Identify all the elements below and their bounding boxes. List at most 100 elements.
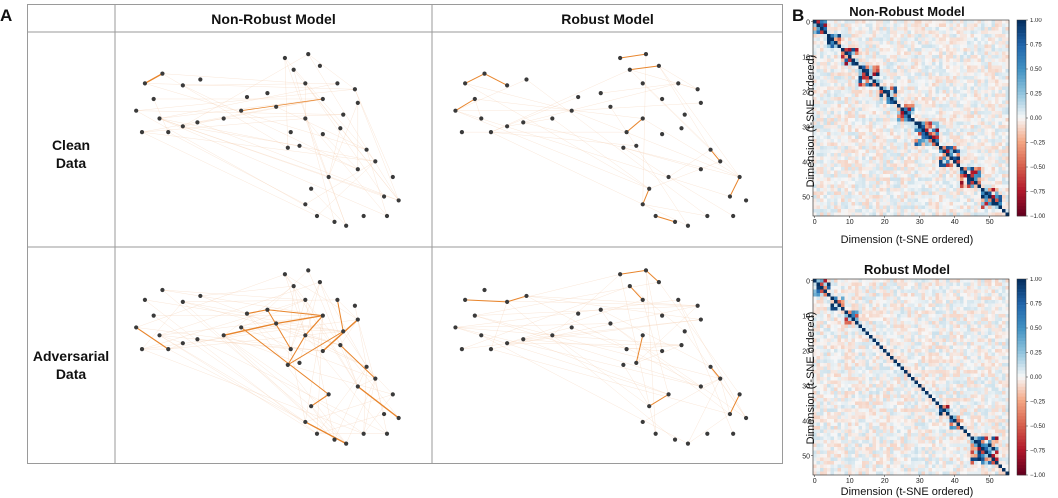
heatmap-cell: [932, 111, 936, 115]
heatmap-cell: [894, 38, 898, 42]
heatmap-cell: [960, 97, 964, 101]
heatmap-cell: [943, 356, 947, 360]
heatmap-cell: [988, 174, 992, 178]
heatmap-cell: [904, 199, 908, 203]
graph-node: [362, 432, 366, 436]
heatmap-cell: [999, 139, 1003, 143]
heatmap-cell: [827, 178, 831, 182]
heatmap-cell: [936, 34, 940, 38]
heatmap-cell: [904, 90, 908, 94]
heatmap-cell: [925, 185, 929, 189]
heatmap-cell: [897, 76, 901, 80]
heatmap-cell: [855, 300, 859, 304]
heatmap-cell: [890, 192, 894, 196]
heatmap-cell: [883, 318, 887, 322]
heatmap-cell: [918, 69, 922, 73]
heatmap-cell: [873, 111, 877, 115]
heatmap-cell: [918, 290, 922, 294]
heatmap-cell: [915, 160, 919, 164]
heatmap-cell: [859, 157, 863, 161]
heatmap-cell: [848, 332, 852, 336]
heatmap-cell: [911, 157, 915, 161]
heatmap-cell: [817, 45, 821, 49]
heatmap-cell: [897, 195, 901, 199]
heatmap-cell: [866, 332, 870, 336]
heatmap-cell: [929, 335, 933, 339]
heatmap-cell: [897, 38, 901, 42]
heatmap-cell: [897, 325, 901, 329]
heatmap-cell: [967, 90, 971, 94]
heatmap-cell: [918, 174, 922, 178]
heatmap-cell: [904, 24, 908, 28]
heatmap-cell: [943, 38, 947, 42]
heatmap-cell: [838, 328, 842, 332]
heatmap-cell: [824, 300, 828, 304]
graph-node: [624, 130, 628, 134]
heatmap-cell: [834, 73, 838, 77]
heatmap-cell: [901, 24, 905, 28]
heatmap-cell: [939, 325, 943, 329]
heatmap-cell: [824, 167, 828, 171]
heatmap-cell: [869, 279, 873, 283]
heatmap-cell: [943, 132, 947, 136]
heatmap-cell: [960, 202, 964, 206]
graph-node: [708, 365, 712, 369]
heatmap-cell: [841, 314, 845, 318]
graph-node: [641, 81, 645, 85]
heatmap-cell: [880, 90, 884, 94]
heatmap-cell: [960, 52, 964, 56]
heatmap-cell: [995, 202, 999, 206]
heatmap-cell: [957, 108, 961, 112]
heatmap-cell: [964, 115, 968, 119]
heatmap-cell: [841, 80, 845, 84]
heatmap-cell: [883, 346, 887, 350]
graph-edge-faint: [299, 146, 357, 169]
heatmap-cell: [820, 122, 824, 126]
heatmap-cell: [841, 307, 845, 311]
graph-edge-faint: [285, 274, 305, 335]
heatmap-cell: [855, 157, 859, 161]
heatmap-cell: [901, 311, 905, 315]
heatmap-cell: [859, 300, 863, 304]
heatmap-cell: [981, 307, 985, 311]
heatmap-cell: [831, 31, 835, 35]
heatmap-cell: [841, 143, 845, 147]
heatmap-cell: [918, 111, 922, 115]
heatmap-cell: [946, 342, 950, 346]
heatmap-cell: [946, 150, 950, 154]
heatmap-cell: [908, 188, 912, 192]
heatmap-cell: [1002, 195, 1006, 199]
graph-edge-faint: [491, 306, 698, 349]
heatmap-cell: [974, 335, 978, 339]
heatmap-cell: [904, 31, 908, 35]
heatmap-cell: [873, 76, 877, 80]
heatmap-cell: [978, 209, 982, 213]
heatmap-xtick-label: 40: [951, 219, 959, 226]
heatmap-cell: [988, 136, 992, 140]
heatmap-cell: [946, 31, 950, 35]
heatmap-cell: [999, 55, 1003, 59]
heatmap-cell: [988, 87, 992, 91]
heatmap-cell: [852, 195, 856, 199]
graph-node: [699, 101, 703, 105]
graph-edge-faint: [455, 327, 681, 345]
heatmap-cell: [929, 48, 933, 52]
heatmap-cell: [999, 311, 1003, 315]
heatmap-cell: [946, 55, 950, 59]
heatmap-cell: [922, 311, 926, 315]
heatmap-cell: [876, 139, 880, 143]
heatmap-cell: [894, 185, 898, 189]
heatmap-cell: [985, 297, 989, 301]
heatmap-cell: [824, 199, 828, 203]
heatmap-cell: [957, 293, 961, 297]
heatmap-cell: [901, 167, 905, 171]
heatmap-cell: [824, 349, 828, 353]
heatmap-cell: [827, 157, 831, 161]
heatmap-cell: [894, 335, 898, 339]
heatmap-cell: [918, 122, 922, 126]
heatmap-cell: [887, 164, 891, 168]
heatmap-cell: [880, 181, 884, 185]
colorbar-step: [1017, 206, 1026, 210]
heatmap-cell: [852, 293, 856, 297]
heatmap-cell: [1006, 188, 1010, 192]
